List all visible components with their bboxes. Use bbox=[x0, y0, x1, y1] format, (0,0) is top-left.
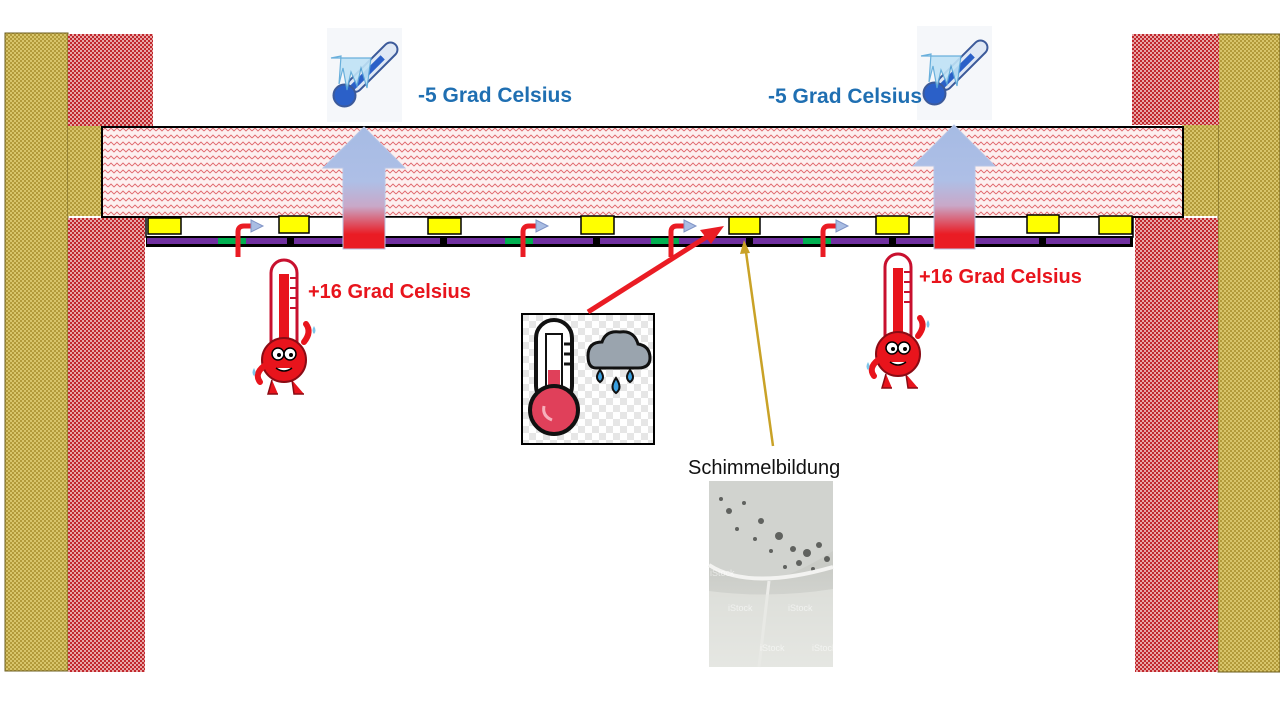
heat-loss-arrow-right bbox=[911, 124, 997, 250]
cold-temperature-label-left: -5 Grad Celsius bbox=[418, 84, 572, 107]
thermometer-rain-cloud-icon bbox=[521, 313, 655, 445]
batten bbox=[278, 215, 310, 234]
watermark-text: iStock bbox=[760, 643, 785, 653]
tape-strip bbox=[505, 238, 533, 244]
sweating-thermometer-mascot-icon bbox=[866, 252, 930, 389]
batten bbox=[875, 215, 910, 235]
brick-wall-top-left bbox=[68, 34, 153, 126]
brick-wall-top-right bbox=[1132, 34, 1219, 125]
condensation-pointer-arrow bbox=[586, 226, 724, 315]
outer-wall-right bbox=[1217, 33, 1280, 673]
mold-formation-label: Schimmelbildung bbox=[688, 457, 840, 479]
frozen-thermometer-icon bbox=[917, 26, 992, 120]
tape-strip bbox=[218, 238, 246, 244]
batten bbox=[147, 217, 182, 235]
vapour-leak-arrows bbox=[235, 219, 850, 257]
cold-temperature-label-right: -5 Grad Celsius bbox=[768, 85, 922, 108]
insulation-layer bbox=[101, 126, 1184, 218]
batten bbox=[1026, 214, 1060, 234]
sweating-thermometer-mascot-icon bbox=[252, 258, 316, 395]
watermark-text: iStock bbox=[710, 568, 735, 578]
ceiling-battens bbox=[147, 214, 1133, 235]
bearing-block-right bbox=[1182, 125, 1218, 216]
leak-arrow bbox=[820, 219, 850, 257]
batten bbox=[1098, 215, 1133, 235]
batten bbox=[728, 216, 761, 235]
tape-strip bbox=[803, 238, 831, 244]
heat-loss-arrow-left bbox=[321, 126, 407, 250]
brick-wall-bottom-right bbox=[1135, 218, 1218, 672]
watermark-text: iStock bbox=[812, 643, 837, 653]
batten bbox=[427, 217, 462, 235]
frozen-thermometer-icon bbox=[327, 28, 402, 122]
tape-strip bbox=[651, 238, 679, 244]
leak-arrow bbox=[235, 219, 265, 257]
watermark-text: iStock bbox=[728, 603, 753, 613]
watermark-text: iStock bbox=[788, 603, 813, 613]
leak-arrow bbox=[668, 219, 698, 257]
mold-ceiling-photo bbox=[707, 481, 834, 668]
warm-temperature-label-left: +16 Grad Celsius bbox=[308, 281, 471, 303]
warm-temperature-label-right: +16 Grad Celsius bbox=[919, 266, 1082, 288]
vapour-barrier bbox=[146, 236, 1133, 247]
outer-wall-left bbox=[4, 32, 69, 672]
mold-pointer-arrow bbox=[740, 240, 775, 447]
leak-arrow bbox=[520, 219, 550, 257]
brick-wall-bottom-left bbox=[68, 218, 145, 672]
bearing-block-left bbox=[68, 126, 103, 216]
batten bbox=[580, 215, 615, 235]
